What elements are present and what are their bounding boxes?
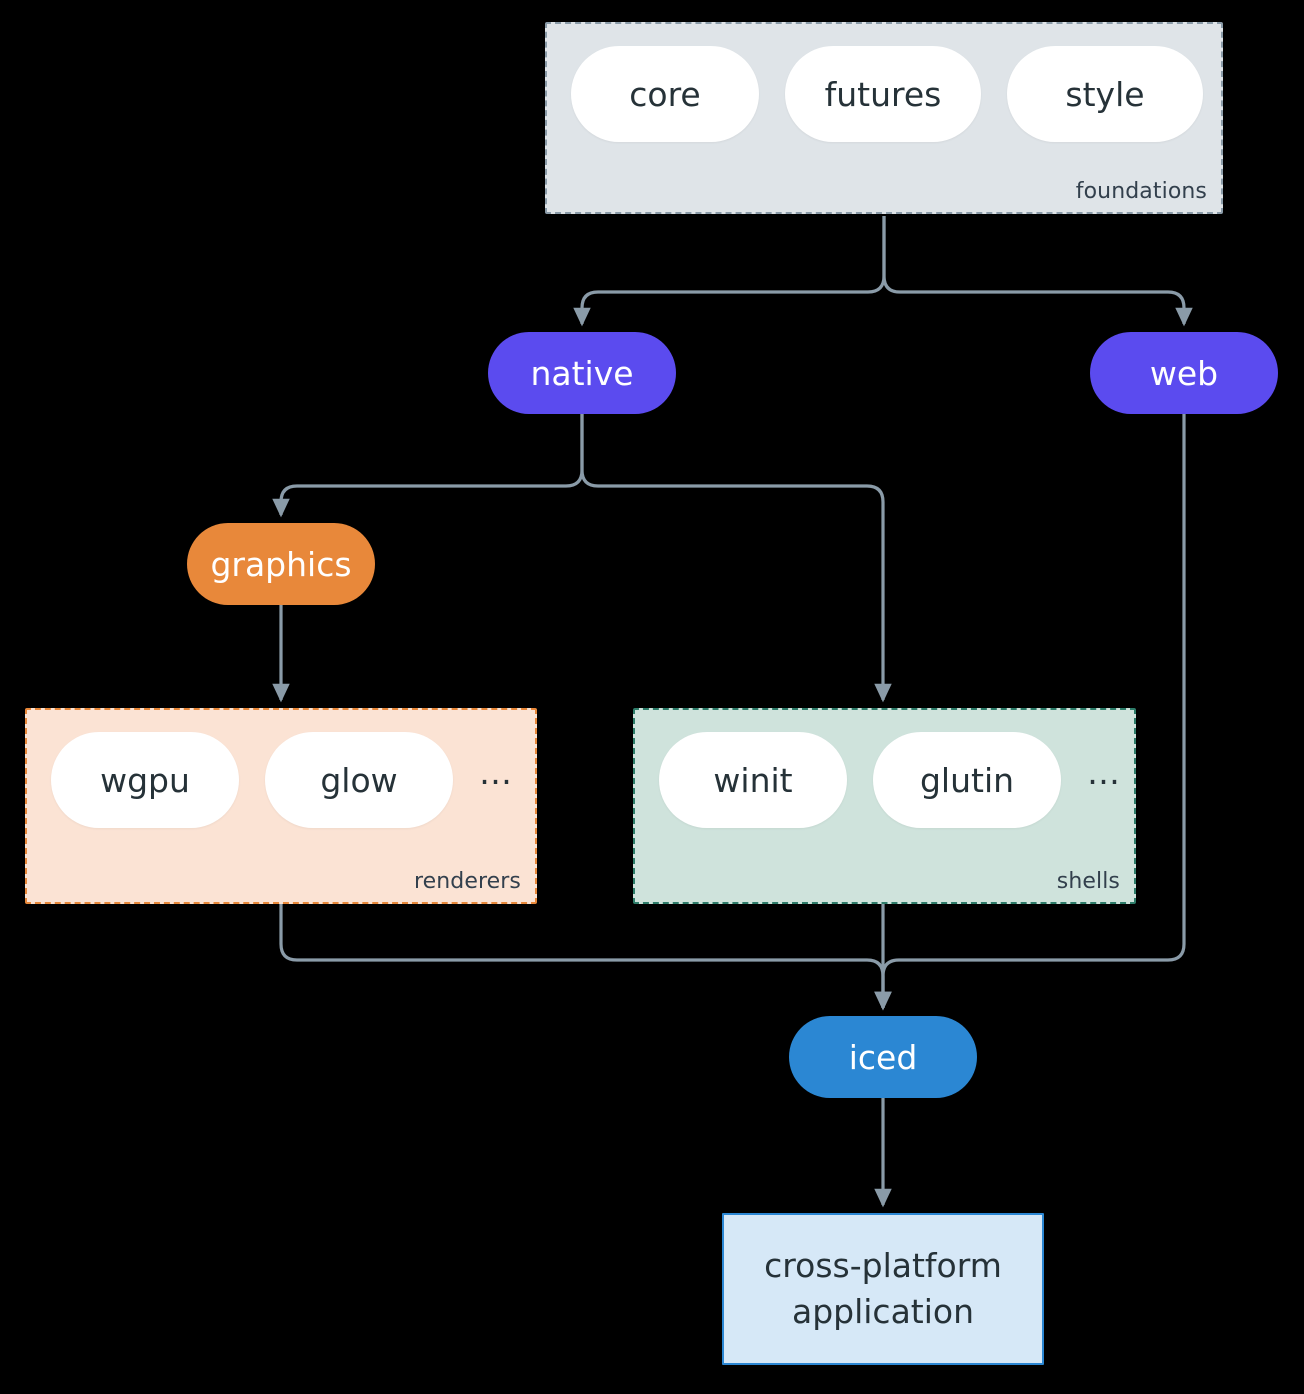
node-cross-platform-application[interactable]: cross-platform application bbox=[722, 1213, 1044, 1365]
group-shells: winit glutin … shells bbox=[633, 708, 1136, 904]
renderers-items: wgpu glow … bbox=[51, 732, 512, 828]
node-core[interactable]: core bbox=[571, 46, 759, 142]
group-label-renderers: renderers bbox=[413, 869, 521, 894]
node-wgpu[interactable]: wgpu bbox=[51, 732, 239, 828]
node-graphics[interactable]: graphics bbox=[187, 523, 375, 605]
node-style[interactable]: style bbox=[1007, 46, 1203, 142]
shells-items: winit glutin … bbox=[659, 732, 1120, 828]
node-native[interactable]: native bbox=[488, 332, 676, 414]
application-line-2: application bbox=[791, 1292, 975, 1331]
application-line-1: cross-platform bbox=[764, 1246, 1002, 1286]
edge-foundations-web bbox=[882, 216, 1193, 327]
node-futures[interactable]: futures bbox=[785, 46, 981, 142]
group-label-shells: shells bbox=[1056, 869, 1120, 894]
group-label-foundations: foundations bbox=[1075, 179, 1207, 204]
group-foundations: core futures style foundations bbox=[545, 22, 1223, 214]
edge-renderers-iced bbox=[279, 904, 892, 1011]
group-renderers: wgpu glow … renderers bbox=[25, 708, 537, 904]
edge-native-graphics bbox=[272, 414, 584, 518]
renderers-overflow-ellipsis: … bbox=[479, 753, 512, 793]
node-web[interactable]: web bbox=[1090, 332, 1278, 414]
edge-native-shells bbox=[580, 414, 892, 703]
node-iced[interactable]: iced bbox=[789, 1016, 977, 1098]
foundations-items: core futures style bbox=[571, 46, 1203, 142]
edge-foundations-native bbox=[573, 216, 886, 327]
node-glow[interactable]: glow bbox=[265, 732, 453, 828]
node-winit[interactable]: winit bbox=[659, 732, 847, 828]
shells-overflow-ellipsis: … bbox=[1087, 753, 1120, 793]
node-glutin[interactable]: glutin bbox=[873, 732, 1061, 828]
